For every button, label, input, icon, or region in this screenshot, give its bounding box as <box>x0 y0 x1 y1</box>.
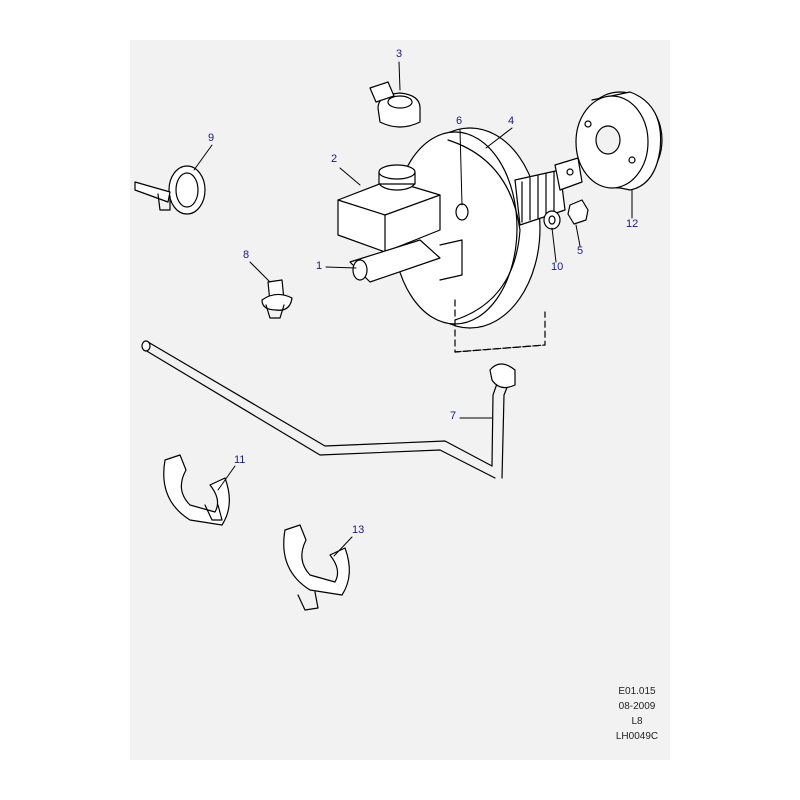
part-5-nut <box>567 199 589 225</box>
part-10-washer <box>543 210 561 230</box>
callout-12: 12 <box>626 218 639 230</box>
reference-model: L8 <box>631 716 643 727</box>
callout-1: 1 <box>316 260 323 272</box>
part-13-clamp <box>283 524 350 611</box>
callout-6: 6 <box>456 115 463 127</box>
part-4-booster <box>392 127 583 353</box>
callout-10: 10 <box>551 261 564 273</box>
callout-7: 7 <box>450 410 457 422</box>
part-9-clip <box>134 165 206 215</box>
callout-3: 3 <box>396 48 403 60</box>
callout-2: 2 <box>331 153 338 165</box>
callout-13: 13 <box>352 524 365 536</box>
part-7-hose <box>141 340 516 479</box>
part-3-cap <box>369 81 421 128</box>
callout-11: 11 <box>234 454 246 466</box>
reference-code: E01.015 <box>618 686 656 697</box>
callout-9: 9 <box>208 132 215 144</box>
callout-4: 4 <box>508 115 515 127</box>
reference-date: 08-2009 <box>618 701 656 712</box>
part-11-clamp <box>163 454 230 526</box>
reference-drawing-id: LH0049C <box>615 731 659 742</box>
part-8-fitting <box>261 279 293 319</box>
reference-block: E01.015 08-2009 L8 LH0049C <box>597 684 677 744</box>
part-12-disc <box>575 91 663 191</box>
part-2-master-cylinder <box>337 164 469 283</box>
callout-8: 8 <box>243 249 250 261</box>
leader-lines <box>193 61 633 557</box>
callout-5: 5 <box>577 245 584 257</box>
